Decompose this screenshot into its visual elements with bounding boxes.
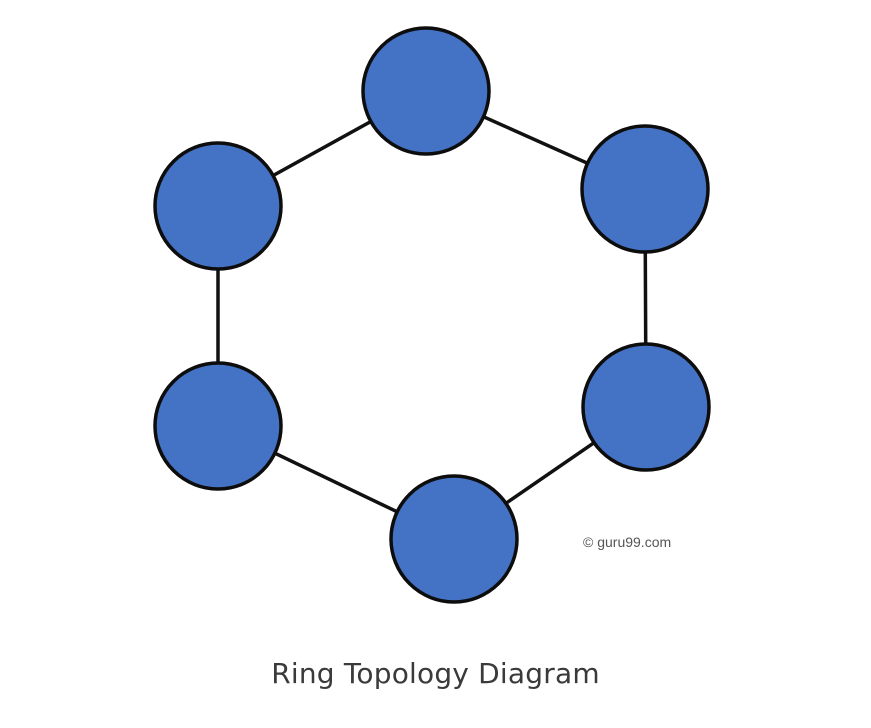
ring-topology-diagram: © guru99.com [153, 26, 711, 604]
node-upper-right [580, 124, 710, 254]
node-lower-left [153, 361, 283, 491]
node-bottom [389, 474, 519, 604]
watermark-text: © guru99.com [583, 534, 671, 550]
node-top [361, 26, 491, 156]
node-lower-right [581, 342, 711, 472]
node-upper-left [153, 141, 283, 271]
links-layer [216, 89, 648, 541]
diagram-caption: Ring Topology Diagram [271, 657, 600, 690]
nodes-layer [153, 26, 711, 604]
